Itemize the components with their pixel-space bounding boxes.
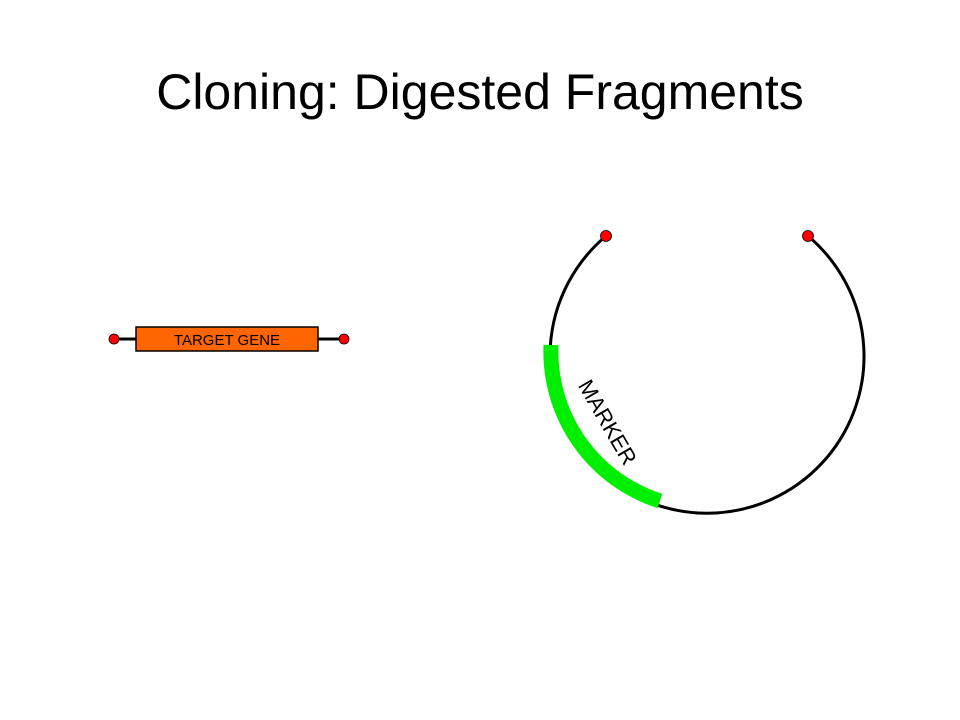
vector-right-sticky-end (802, 230, 814, 242)
insert-left-sticky-end (108, 333, 120, 345)
marker-segment (543, 344, 663, 509)
insert-fragment: TARGET GENE (108, 326, 350, 352)
vector-fragment: MARKER (543, 230, 866, 515)
slide-title: Cloning: Digested Fragments (156, 64, 804, 120)
target-gene-box (135, 326, 319, 352)
target-gene-label: TARGET GENE (174, 332, 280, 349)
vector-backbone-arc (548, 234, 866, 515)
vector-left-sticky-end (600, 230, 612, 242)
insert-right-sticky-end (338, 333, 350, 345)
